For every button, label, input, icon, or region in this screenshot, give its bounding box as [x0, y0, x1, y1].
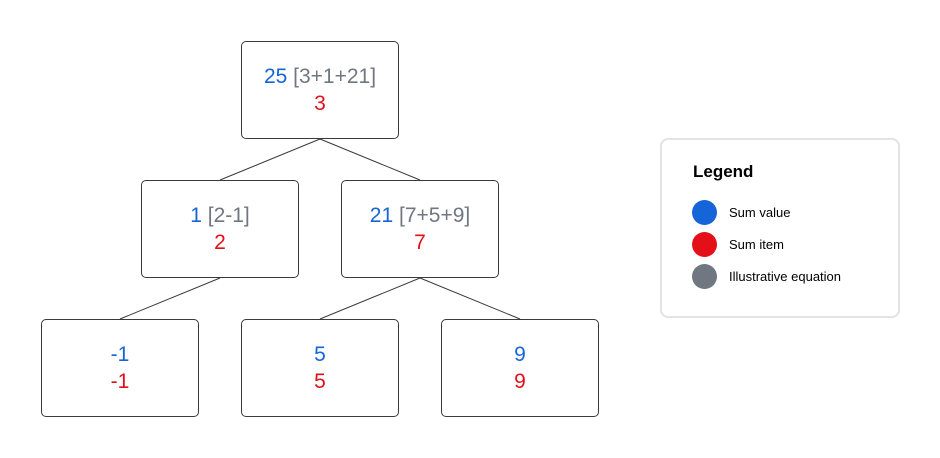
edge-root-left [219, 138, 321, 181]
edge-root-right [319, 138, 421, 181]
tree-node-right: 21 [7+5+9] 7 [341, 180, 499, 278]
legend-label: Illustrative equation [729, 268, 842, 284]
illustrative-equation: [2-1] [207, 204, 250, 227]
sum-item: 5 [314, 370, 326, 393]
sum-item: 9 [514, 370, 526, 393]
legend-title: Legend [693, 162, 754, 181]
tree-node-right-right: 9 9 [441, 319, 599, 417]
legend-panel: Legend Sum value Sum item Illustrative e… [660, 138, 900, 318]
illustrative-equation: [3+1+21] [293, 65, 377, 88]
legend-item-sum-item: Sum item [692, 231, 784, 257]
sum-value: 1 [190, 204, 202, 227]
edge-right-right_left [319, 277, 421, 320]
legend-label: Sum value [729, 204, 791, 220]
sum-item-swatch-icon [692, 231, 717, 257]
edge-left-left_left [119, 277, 221, 320]
tree-node-left-left: -1 -1 [41, 319, 199, 417]
equation-swatch-icon [692, 263, 717, 289]
illustrative-equation: [7+5+9] [398, 204, 471, 227]
edge-right-right_right [419, 277, 521, 320]
sum-value: 9 [514, 343, 526, 366]
sum-value: 21 [369, 204, 394, 227]
sum-item: 3 [314, 92, 326, 115]
legend-item-illustrative-equation: Illustrative equation [692, 263, 842, 289]
tree-node-root: 25 [3+1+21] 3 [241, 41, 399, 139]
sum-value: 5 [314, 343, 326, 366]
tree-node-left: 1 [2-1] 2 [141, 180, 299, 278]
sum-value: 25 [263, 65, 288, 88]
legend-label: Sum item [729, 236, 784, 252]
sum-value-swatch-icon [692, 199, 717, 225]
tree-node-right-left: 5 5 [241, 319, 399, 417]
sum-item: 2 [214, 231, 226, 254]
legend-item-sum-value: Sum value [692, 199, 791, 225]
sum-item: -1 [110, 370, 130, 393]
sum-value: -1 [110, 343, 130, 366]
sum-item: 7 [414, 231, 426, 254]
